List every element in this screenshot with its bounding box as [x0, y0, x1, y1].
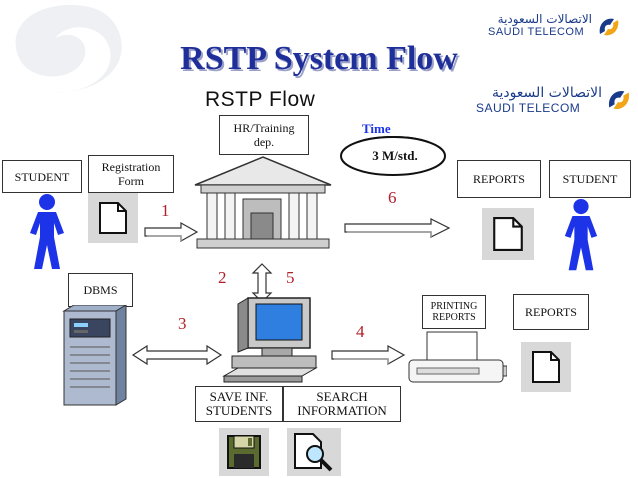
student-right-box: STUDENT	[549, 160, 631, 198]
student-left-box: STUDENT	[2, 160, 82, 193]
time-value: 3 M/std.	[372, 148, 418, 163]
dbms-box: DBMS	[68, 273, 133, 307]
printing-reports-box: PRINTING REPORTS	[422, 295, 486, 329]
step-3-label: 3	[178, 314, 187, 333]
student-right-person-icon	[564, 198, 598, 271]
logo-top-english: SAUDI TELECOM	[488, 26, 585, 38]
logo-bottom-icon	[608, 91, 630, 109]
step-1-label: 1	[161, 201, 170, 220]
arrow-step-1	[144, 221, 199, 243]
step-4-label: 4	[356, 322, 365, 341]
time-ellipse-shape	[340, 136, 446, 176]
arrow-step-3	[131, 344, 223, 366]
flow-subtitle: RSTP Flow	[205, 88, 316, 111]
arrow-step-6	[344, 218, 451, 238]
reports-bottom-tile	[521, 342, 571, 392]
building-icon	[194, 156, 332, 249]
step-6-label: 6	[388, 188, 397, 207]
step-5-label: 5	[286, 268, 295, 287]
search-tile	[287, 428, 341, 476]
registration-form-tile	[88, 193, 138, 243]
server-icon	[62, 305, 127, 406]
search-information-box: SEARCH INFORMATION	[283, 386, 401, 422]
floppy-disk-icon	[227, 435, 261, 469]
step-2-label: 2	[218, 268, 227, 287]
document-icon	[99, 202, 127, 234]
document-icon	[532, 351, 560, 383]
magnifier-document-icon	[294, 433, 333, 472]
document-icon	[493, 217, 523, 251]
hr-training-box: HR/Training dep.	[219, 115, 309, 155]
logo-bottom: الاتصالات السعودية SAUDI TELECOM	[476, 85, 602, 115]
time-label: Time	[362, 121, 391, 136]
save-students-box: SAVE INF. STUDENTS	[195, 386, 283, 422]
page-title: RSTP System Flow	[180, 40, 458, 77]
reports-top-tile	[482, 208, 534, 260]
arrow-step-4	[331, 344, 406, 366]
computer-icon	[222, 297, 318, 383]
registration-form-box: Registration Form	[88, 155, 174, 193]
logo-top: الاتصالات السعودية SAUDI TELECOM	[488, 12, 592, 38]
logo-top-arabic: الاتصالات السعودية	[497, 12, 592, 26]
printer-icon	[408, 331, 507, 383]
background-swirl	[15, 5, 122, 93]
reports-top-box: REPORTS	[457, 160, 541, 198]
logo-bottom-arabic: الاتصالات السعودية	[491, 85, 602, 101]
student-left-person-icon	[30, 194, 64, 269]
reports-bottom-box: REPORTS	[513, 294, 589, 330]
logo-bottom-english: SAUDI TELECOM	[476, 101, 581, 115]
save-disk-tile	[219, 428, 269, 476]
logo-top-icon	[596, 14, 622, 40]
